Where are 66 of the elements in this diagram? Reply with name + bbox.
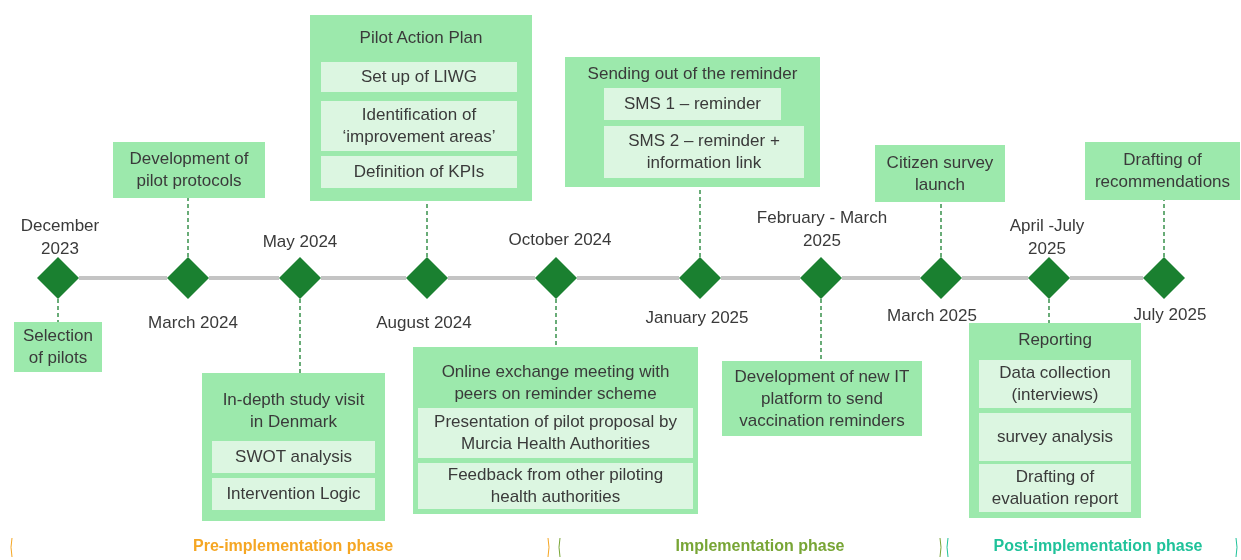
date-label: April -July 2025 xyxy=(1008,215,1086,260)
task-card: Definition of KPIs xyxy=(321,156,517,188)
timeline-bar xyxy=(962,276,1028,280)
task-card: Set up of LIWG xyxy=(321,62,517,92)
task-card: Feedback from other piloting health authorities xyxy=(418,463,693,509)
timeline-bar xyxy=(209,276,279,280)
date-label: March 2024 xyxy=(147,312,239,334)
timeline-bar xyxy=(321,276,406,280)
date-label: January 2025 xyxy=(644,307,750,329)
phase-label: Implementation phase xyxy=(675,537,845,555)
date-label: December 2023 xyxy=(19,215,101,260)
date-label: May 2024 xyxy=(261,231,339,253)
diamond-marker xyxy=(279,257,321,299)
leader-line xyxy=(820,298,822,362)
leader-line xyxy=(187,197,189,258)
milestone-card: Selection of pilots xyxy=(14,322,102,372)
leader-line xyxy=(940,201,942,258)
task-card: Drafting of evaluation report xyxy=(979,464,1131,512)
milestone-panel xyxy=(413,347,698,514)
timeline-bar xyxy=(1070,276,1143,280)
leader-line xyxy=(555,298,557,348)
panel-heading: In-depth study visit in Denmark xyxy=(221,389,366,433)
diamond-marker xyxy=(37,257,79,299)
milestone-panel xyxy=(310,15,532,201)
timeline-bar xyxy=(721,276,800,280)
phase-label: Post-implementation phase xyxy=(993,537,1203,555)
timeline-bar xyxy=(842,276,920,280)
diamond-marker xyxy=(1143,257,1185,299)
date-label: February - March 2025 xyxy=(755,207,889,252)
task-card: Intervention Logic xyxy=(212,478,375,510)
diamond-marker xyxy=(1028,257,1070,299)
task-card: Identification of ‘improvement areas’ xyxy=(321,101,517,151)
task-card: SMS 1 – reminder xyxy=(604,88,781,120)
task-card: SMS 2 – reminder + information link xyxy=(604,126,804,178)
timeline-bar xyxy=(448,276,535,280)
panel-heading: Sending out of the reminder xyxy=(586,63,799,85)
date-label: July 2025 xyxy=(1132,304,1208,326)
diamond-marker xyxy=(167,257,209,299)
milestone-card: Development of pilot protocols xyxy=(113,142,265,198)
milestone-panel xyxy=(969,323,1141,518)
milestone-panel xyxy=(565,57,820,187)
task-card: Presentation of pilot proposal by Murcia Health Authorities xyxy=(418,408,693,458)
diamond-marker xyxy=(406,257,448,299)
leader-line xyxy=(1048,298,1050,324)
panel-heading: Reporting xyxy=(1017,329,1093,351)
task-card: survey analysis xyxy=(979,413,1131,461)
panel-heading: Online exchange meeting with peers on reminder scheme xyxy=(440,361,671,405)
panel-heading: Pilot Action Plan xyxy=(358,27,484,49)
timeline-bar xyxy=(577,276,679,280)
diamond-marker xyxy=(800,257,842,299)
diamond-marker xyxy=(535,257,577,299)
leader-line xyxy=(57,298,59,323)
date-label: August 2024 xyxy=(375,312,473,334)
leader-line xyxy=(299,298,301,374)
diamond-marker xyxy=(920,257,962,299)
date-label: October 2024 xyxy=(507,229,613,251)
timeline-bar xyxy=(79,276,167,280)
task-card: Data collection (interviews) xyxy=(979,360,1131,408)
milestone-card: Citizen survey launch xyxy=(875,145,1005,202)
date-label: March 2025 xyxy=(886,305,978,327)
phase-label: Pre-implementation phase xyxy=(193,537,394,555)
task-card: SWOT analysis xyxy=(212,441,375,473)
milestone-panel xyxy=(202,373,385,521)
milestone-card: Drafting of recommendations xyxy=(1085,142,1240,200)
milestone-card: Development of new IT platform to send vaccination reminders xyxy=(722,361,922,436)
diamond-marker xyxy=(679,257,721,299)
